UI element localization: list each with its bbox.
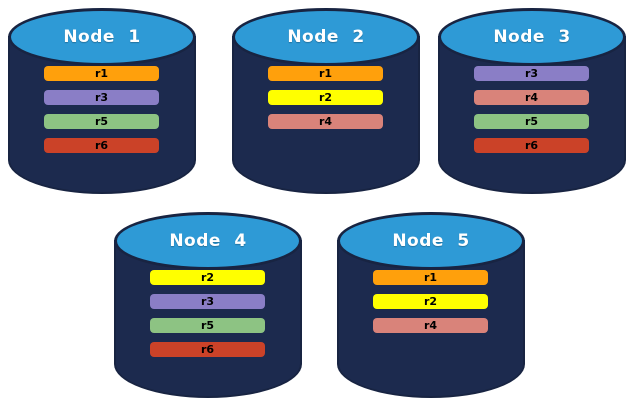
replica-bar: r6	[474, 138, 589, 153]
replica-bar: r5	[474, 114, 589, 129]
node-title: Node 2	[287, 27, 365, 47]
node-title: Node 4	[169, 231, 247, 251]
node-title: Node 3	[493, 27, 571, 47]
replica-bar: r4	[373, 318, 488, 333]
replica-bar: r6	[150, 342, 265, 357]
database-node: r2 r3 r5 r6 Node 4	[114, 212, 302, 398]
replica-bar: r5	[44, 114, 159, 129]
cylinder-top: Node 2	[232, 8, 420, 66]
cylinder-top: Node 4	[114, 212, 302, 270]
replica-bar: r1	[268, 66, 383, 81]
database-node: r1 r2 r4 Node 5	[337, 212, 525, 398]
replica-bar: r1	[373, 270, 488, 285]
replica-bar: r3	[44, 90, 159, 105]
replica-list: r1 r2 r4	[373, 270, 488, 333]
replica-bar: r2	[150, 270, 265, 285]
cylinder-top: Node 1	[8, 8, 196, 66]
replica-bar: r1	[44, 66, 159, 81]
cylinder-top: Node 5	[337, 212, 525, 270]
database-node: r3 r4 r5 r6 Node 3	[438, 8, 626, 194]
replica-list: r3 r4 r5 r6	[474, 66, 589, 153]
replica-list: r1 r3 r5 r6	[44, 66, 159, 153]
database-node: r1 r3 r5 r6 Node 1	[8, 8, 196, 194]
cylinder-top: Node 3	[438, 8, 626, 66]
replica-bar: r4	[268, 114, 383, 129]
replica-bar: r5	[150, 318, 265, 333]
replica-bar: r3	[150, 294, 265, 309]
database-node: r1 r2 r4 Node 2	[232, 8, 420, 194]
replica-bar: r2	[373, 294, 488, 309]
replica-list: r2 r3 r5 r6	[150, 270, 265, 357]
replica-list: r1 r2 r4	[268, 66, 383, 129]
replica-bar: r6	[44, 138, 159, 153]
replica-bar: r2	[268, 90, 383, 105]
node-title: Node 5	[392, 231, 470, 251]
replica-bar: r3	[474, 66, 589, 81]
node-title: Node 1	[63, 27, 141, 47]
replica-bar: r4	[474, 90, 589, 105]
